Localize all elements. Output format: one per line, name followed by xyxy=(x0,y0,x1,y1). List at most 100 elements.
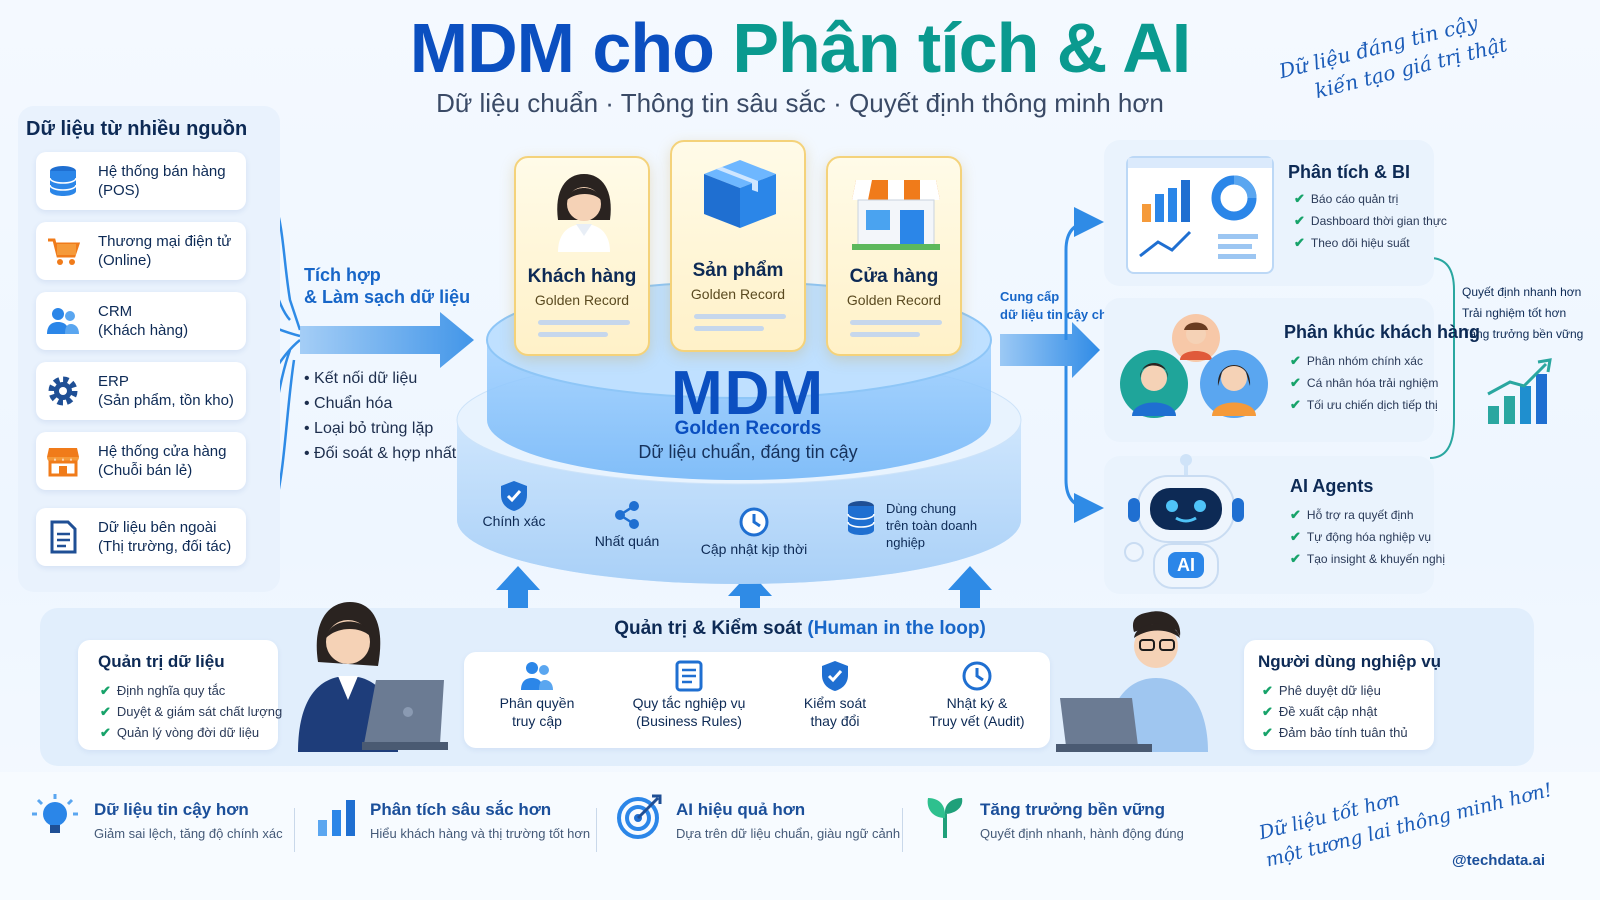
source-name: Hệ thống cửa hàng xyxy=(98,443,227,460)
governance-left-list: ✔Định nghĩa quy tắc ✔Duyệt & giám sát ch… xyxy=(100,680,282,743)
footer-sub: Quyết định nhanh, hành động đúng xyxy=(980,826,1184,841)
integration-arrow xyxy=(300,312,474,368)
feature-label: Nhất quán xyxy=(594,533,660,549)
source-ecommerce: Thương mại điện tử (Online) xyxy=(36,222,246,280)
source-name: Thương mại điện tử xyxy=(98,233,232,250)
feature-shared: Dùng chung trên toàn doanh nghiệp xyxy=(846,498,1016,550)
output-item: ✔Cá nhân hóa trải nghiệm xyxy=(1290,375,1439,390)
card-sub: Golden Record xyxy=(846,292,942,308)
footer-divider xyxy=(902,808,903,852)
governance-title: Quản trị & Kiểm soát (Human in the loop) xyxy=(614,618,986,639)
source-sub: (POS) xyxy=(98,182,140,199)
supply-label: Cung cấp dữ liệu tin cậy cho xyxy=(1000,289,1115,322)
gov-audit: Nhật ký &Truy vết (Audit) xyxy=(912,660,1042,730)
title-accent: Phân tích & AI xyxy=(732,9,1191,87)
source-sub: (Khách hàng) xyxy=(98,322,189,339)
footer-title: Dữ liệu tin cậy hơn xyxy=(94,800,249,819)
gear-icon xyxy=(48,376,78,406)
source-sub: (Chuỗi bán lẻ) xyxy=(98,462,193,479)
card-title: Sản phẩm xyxy=(692,260,784,281)
brand-handle[interactable]: @techdata.ai xyxy=(1452,852,1545,869)
shield-check-icon xyxy=(501,481,527,511)
document-icon xyxy=(675,660,703,692)
customer-group-icon xyxy=(1120,314,1268,418)
footer-title: Phân tích sâu sắc hơn xyxy=(370,800,552,819)
footer-sub: Giảm sai lệch, tăng độ chính xác xyxy=(94,826,283,841)
integration-label: Tích hợp & Làm sạch dữ liệu xyxy=(304,264,470,308)
card-line xyxy=(850,332,920,337)
clock-icon xyxy=(739,507,769,537)
governance-item: ✔Đề xuất cập nhật xyxy=(1262,704,1378,719)
source-sub: (Sản phẩm, tồn kho) xyxy=(98,392,234,409)
governance-right-title: Người dùng nghiệp vụ xyxy=(1258,652,1442,671)
title-main: MDM cho xyxy=(409,9,733,87)
business-user-illustration xyxy=(1056,611,1208,752)
source-name: CRM xyxy=(98,303,133,320)
footer-sub: Hiểu khách hàng và thị trường tốt hơn xyxy=(370,826,591,841)
governance-right-list: ✔Phê duyệt dữ liệu ✔Đề xuất cập nhật ✔Đả… xyxy=(1262,680,1408,743)
feature-accuracy: Chính xác xyxy=(474,480,554,530)
output-item: ✔Hỗ trợ ra quyết định xyxy=(1290,507,1414,522)
integration-bullet: • Chuẩn hóa xyxy=(304,395,393,412)
source-name: Dữ liệu bên ngoài xyxy=(98,519,217,536)
governance-item: ✔Đảm bảo tính tuân thủ xyxy=(1262,725,1408,740)
golden-card-product: Sản phẩm Golden Record xyxy=(670,140,806,352)
benefit-item: Tăng trưởng bền vững xyxy=(1462,327,1584,341)
footer-title: Tăng trưởng bền vững xyxy=(980,800,1165,819)
source-name: Hệ thống bán hàng xyxy=(98,163,226,180)
ai-badge: AI xyxy=(1177,555,1195,575)
gov-label: Quy tắc nghiệp vụ(Business Rules) xyxy=(632,695,746,729)
source-sub: (Online) xyxy=(98,252,152,269)
card-title: Khách hàng xyxy=(527,266,637,287)
output-title: AI Agents xyxy=(1290,476,1374,496)
output-branches xyxy=(1064,207,1104,523)
integration-bullet: • Loại bỏ trùng lặp xyxy=(304,420,434,437)
benefit-item: Quyết định nhanh hơn xyxy=(1462,285,1582,299)
footer-sub: Dựa trên dữ liệu chuẩn, giàu ngữ cảnh xyxy=(676,826,901,841)
footer-divider xyxy=(596,808,597,852)
target-icon xyxy=(617,794,662,839)
benefits-bracket xyxy=(1429,257,1455,459)
golden-card-store: Cửa hàng Golden Record xyxy=(826,156,962,356)
shield-check-icon xyxy=(822,661,848,691)
feature-consistency: Nhất quán xyxy=(582,500,672,550)
data-steward-illustration xyxy=(298,602,448,752)
integration-bullet: • Đối soát & hợp nhất xyxy=(304,445,457,462)
footer-item-growth: Tăng trưởng bền vững Quyết định nhanh, h… xyxy=(924,792,1214,852)
source-name: ERP xyxy=(98,373,129,390)
output-item: ✔Phân nhóm chính xác xyxy=(1290,353,1423,368)
feature-label: Dùng chung trên toàn doanh nghiệp xyxy=(886,501,978,550)
output-item: ✔Tự động hóa nghiệp vụ xyxy=(1290,529,1432,544)
feature-timely: Cập nhật kịp thời xyxy=(694,506,814,558)
share-icon xyxy=(615,501,639,529)
database-icon xyxy=(847,501,875,535)
benefits-list: Quyết định nhanh hơn Trải nghiệm tốt hơn… xyxy=(1462,282,1583,345)
card-line xyxy=(694,326,764,331)
governance-item: ✔Duyệt & giám sát chất lượng xyxy=(100,704,283,719)
bar-chart-icon xyxy=(318,800,355,836)
governance-right-box xyxy=(1244,640,1434,750)
sprout-icon xyxy=(927,798,963,838)
card-sub: Golden Record xyxy=(690,286,786,302)
footer-item-trust: Dữ liệu tin cậy hơn Giảm sai lệch, tăng … xyxy=(30,792,300,852)
output-item: ✔Báo cáo quản trị xyxy=(1294,191,1399,206)
output-item: ✔Theo dõi hiệu suất xyxy=(1294,235,1410,250)
source-erp: ERP (Sản phẩm, tồn kho) xyxy=(36,362,246,420)
governance-left-box xyxy=(78,640,278,750)
card-sub: Golden Record xyxy=(534,292,630,308)
source-external: Dữ liệu bên ngoài (Thị trường, đối tác) xyxy=(36,508,246,566)
card-line xyxy=(538,332,608,337)
footer-divider xyxy=(294,808,295,852)
governance-item: ✔Phê duyệt dữ liệu xyxy=(1262,683,1381,698)
footer-title: AI hiệu quả hơn xyxy=(676,800,806,819)
integration-bullet: • Kết nối dữ liệu xyxy=(304,370,418,387)
mdm-title: MDM xyxy=(670,359,826,428)
mdm-tagline: Dữ liệu chuẩn, đáng tin cậy xyxy=(638,442,858,462)
source-store: Hệ thống cửa hàng (Chuỗi bán lẻ) xyxy=(36,432,246,490)
store-front-icon xyxy=(852,180,940,250)
robot-icon xyxy=(1124,454,1244,589)
feature-label: Cập nhật kịp thời xyxy=(700,541,808,557)
